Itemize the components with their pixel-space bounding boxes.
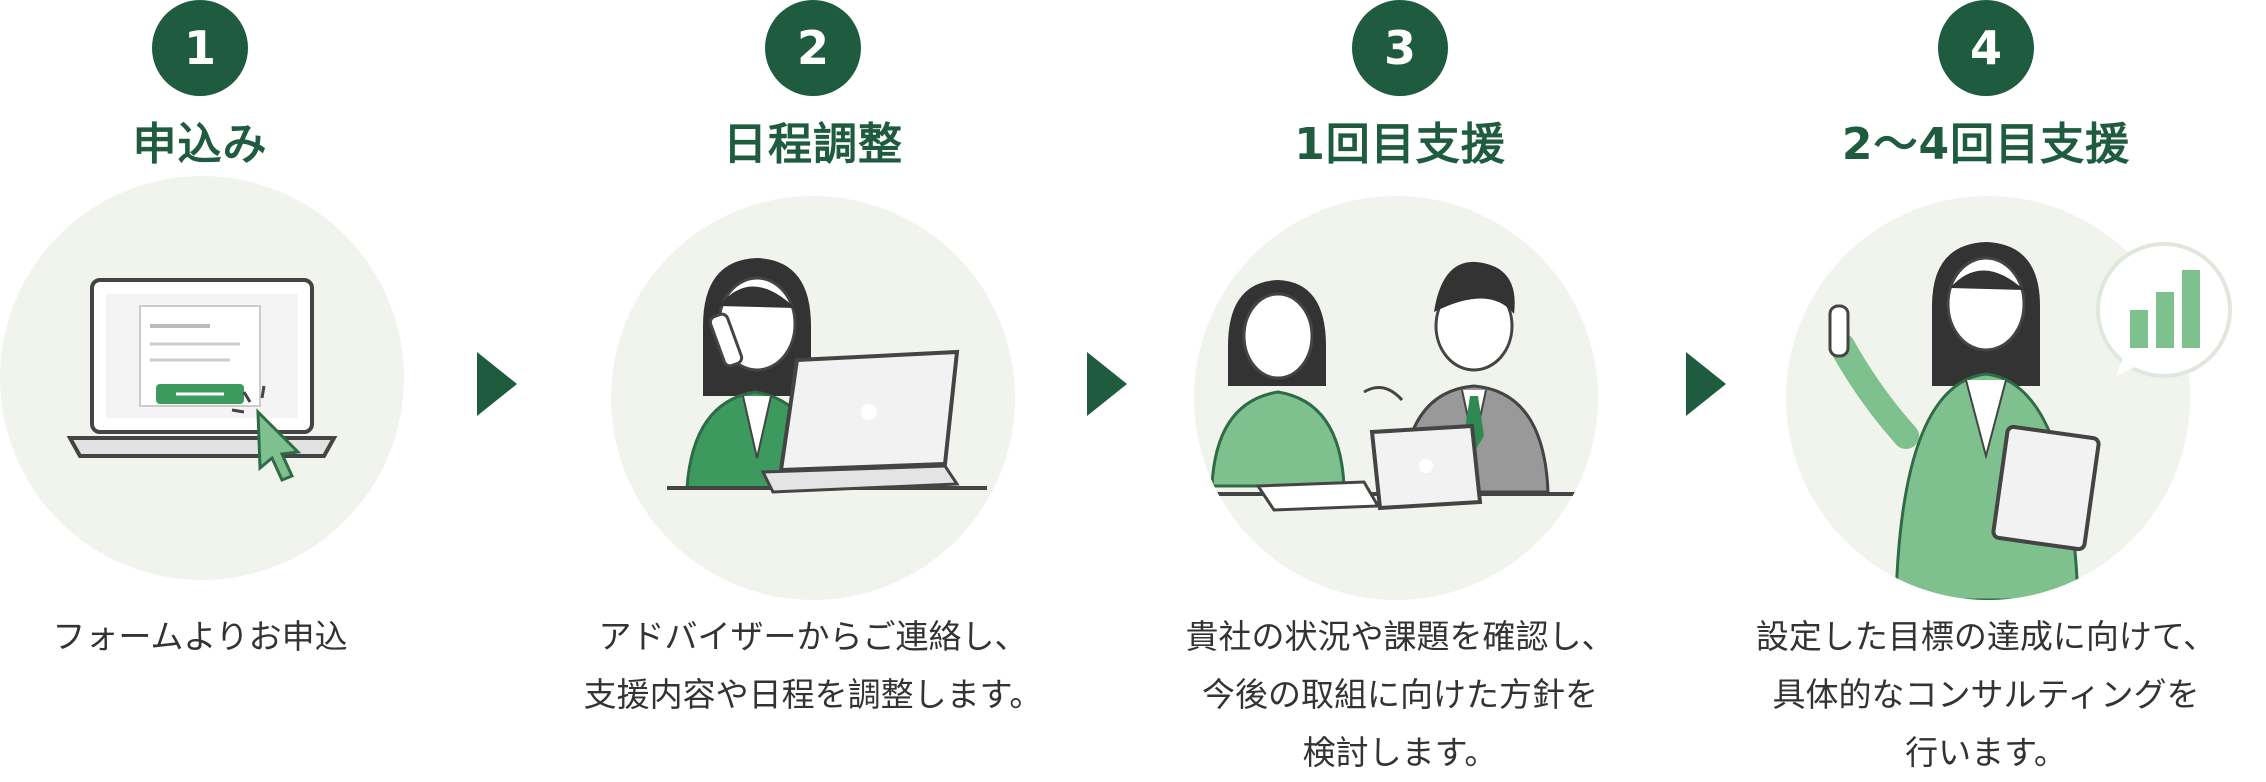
bar-chart-bubble-icon — [2096, 242, 2232, 378]
step-2: 2 日程調整 アドバイザーからご連絡し、 支援内容や日程を調整します。 — [533, 0, 1093, 780]
woman-pointing-chart-icon — [1828, 242, 2101, 600]
illustration-circle — [1194, 196, 1598, 600]
step-title: 1回目支援 — [1294, 119, 1506, 170]
step-arrow-icon — [477, 352, 517, 416]
meeting-two-people-icon — [1194, 261, 1598, 512]
step-description: フォームよりお申込 — [52, 617, 348, 656]
illustration-circle — [611, 196, 1015, 600]
step-number-badge: 1 — [152, 0, 248, 96]
step-arrow-icon — [1087, 352, 1127, 416]
step-title: 2〜4回目支援 — [1841, 119, 2131, 170]
step-number-badge: 3 — [1352, 0, 1448, 96]
step-number-badge: 2 — [765, 0, 861, 96]
illustration-circle — [0, 176, 404, 580]
step-description: アドバイザーからご連絡し、 支援内容や日程を調整します。 — [583, 617, 1043, 714]
laptop-form-click-icon — [66, 278, 338, 482]
step-number-badge: 4 — [1938, 0, 2034, 96]
step-arrow-icon — [1686, 352, 1726, 416]
step-3: 3 1回目支援 貴社の状況や課題を確認し、 今後の取組に向けた方針を 検討します… — [1120, 0, 1680, 780]
step-description: 貴社の状況や課題を確認し、 今後の取組に向けた方針を 検討します。 — [1185, 617, 1615, 772]
step-4: 4 2〜4回目支援 設定した目標の達成に向けて、 具体的なコンサルティングを 行… — [1706, 0, 2266, 780]
step-1: 1 申込み フォームよりお申込 — [0, 0, 480, 780]
step-title: 日程調整 — [723, 119, 903, 170]
step-title: 申込み — [132, 119, 268, 170]
woman-phone-laptop-icon — [667, 258, 987, 494]
step-description: 設定した目標の達成に向けて、 具体的なコンサルティングを 行います。 — [1755, 617, 2217, 772]
